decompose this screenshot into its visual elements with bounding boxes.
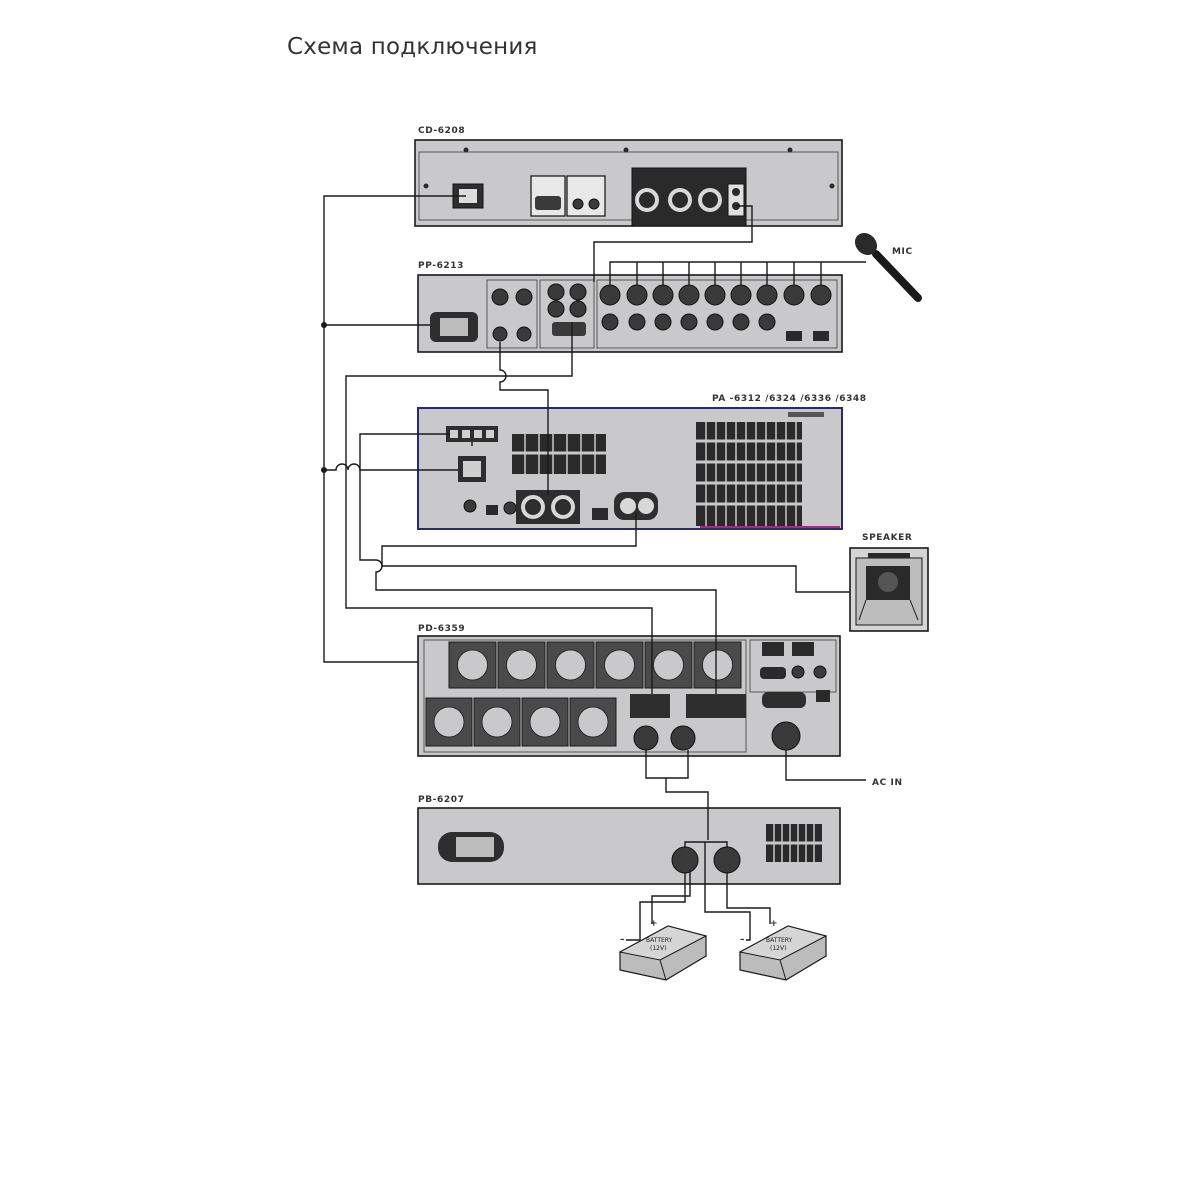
battery-left-minus: – [620, 935, 625, 945]
battery-right-label: BATTERY [766, 937, 793, 944]
battery-right-icon [738, 925, 828, 981]
pb-6207-label: PB-6207 [418, 795, 464, 805]
microphone-icon [854, 232, 922, 302]
battery-left-label: BATTERY [646, 937, 673, 944]
pa-panel [417, 407, 843, 530]
pp-input-jacks [599, 284, 832, 341]
battery-left-icon [618, 925, 708, 981]
wiring [321, 195, 866, 941]
page-title: Схема подключения [287, 34, 538, 60]
mic-label: MIC [892, 247, 913, 257]
speaker-label: SPEAKER [862, 533, 912, 543]
battery-left-plus: + [650, 919, 658, 929]
pd-ac-sockets [425, 641, 742, 747]
battery-right-voltage: (12V) [770, 945, 786, 952]
cd-6208-panel [414, 139, 843, 227]
pb-6207-panel [417, 807, 841, 885]
pp-6213-panel [417, 274, 843, 353]
pp-6213-label: PP-6213 [418, 261, 464, 271]
pa-label: PA -6312 /6324 /6336 /6348 [712, 394, 867, 404]
ac-in-label: AC IN [872, 778, 903, 788]
battery-left-voltage: (12V) [650, 945, 666, 952]
pd-6359-label: PD-6359 [418, 624, 465, 634]
cd-6208-label: CD-6208 [418, 126, 465, 136]
battery-right-minus: – [740, 935, 745, 945]
speaker-icon [849, 547, 929, 632]
battery-right-plus: + [770, 919, 778, 929]
